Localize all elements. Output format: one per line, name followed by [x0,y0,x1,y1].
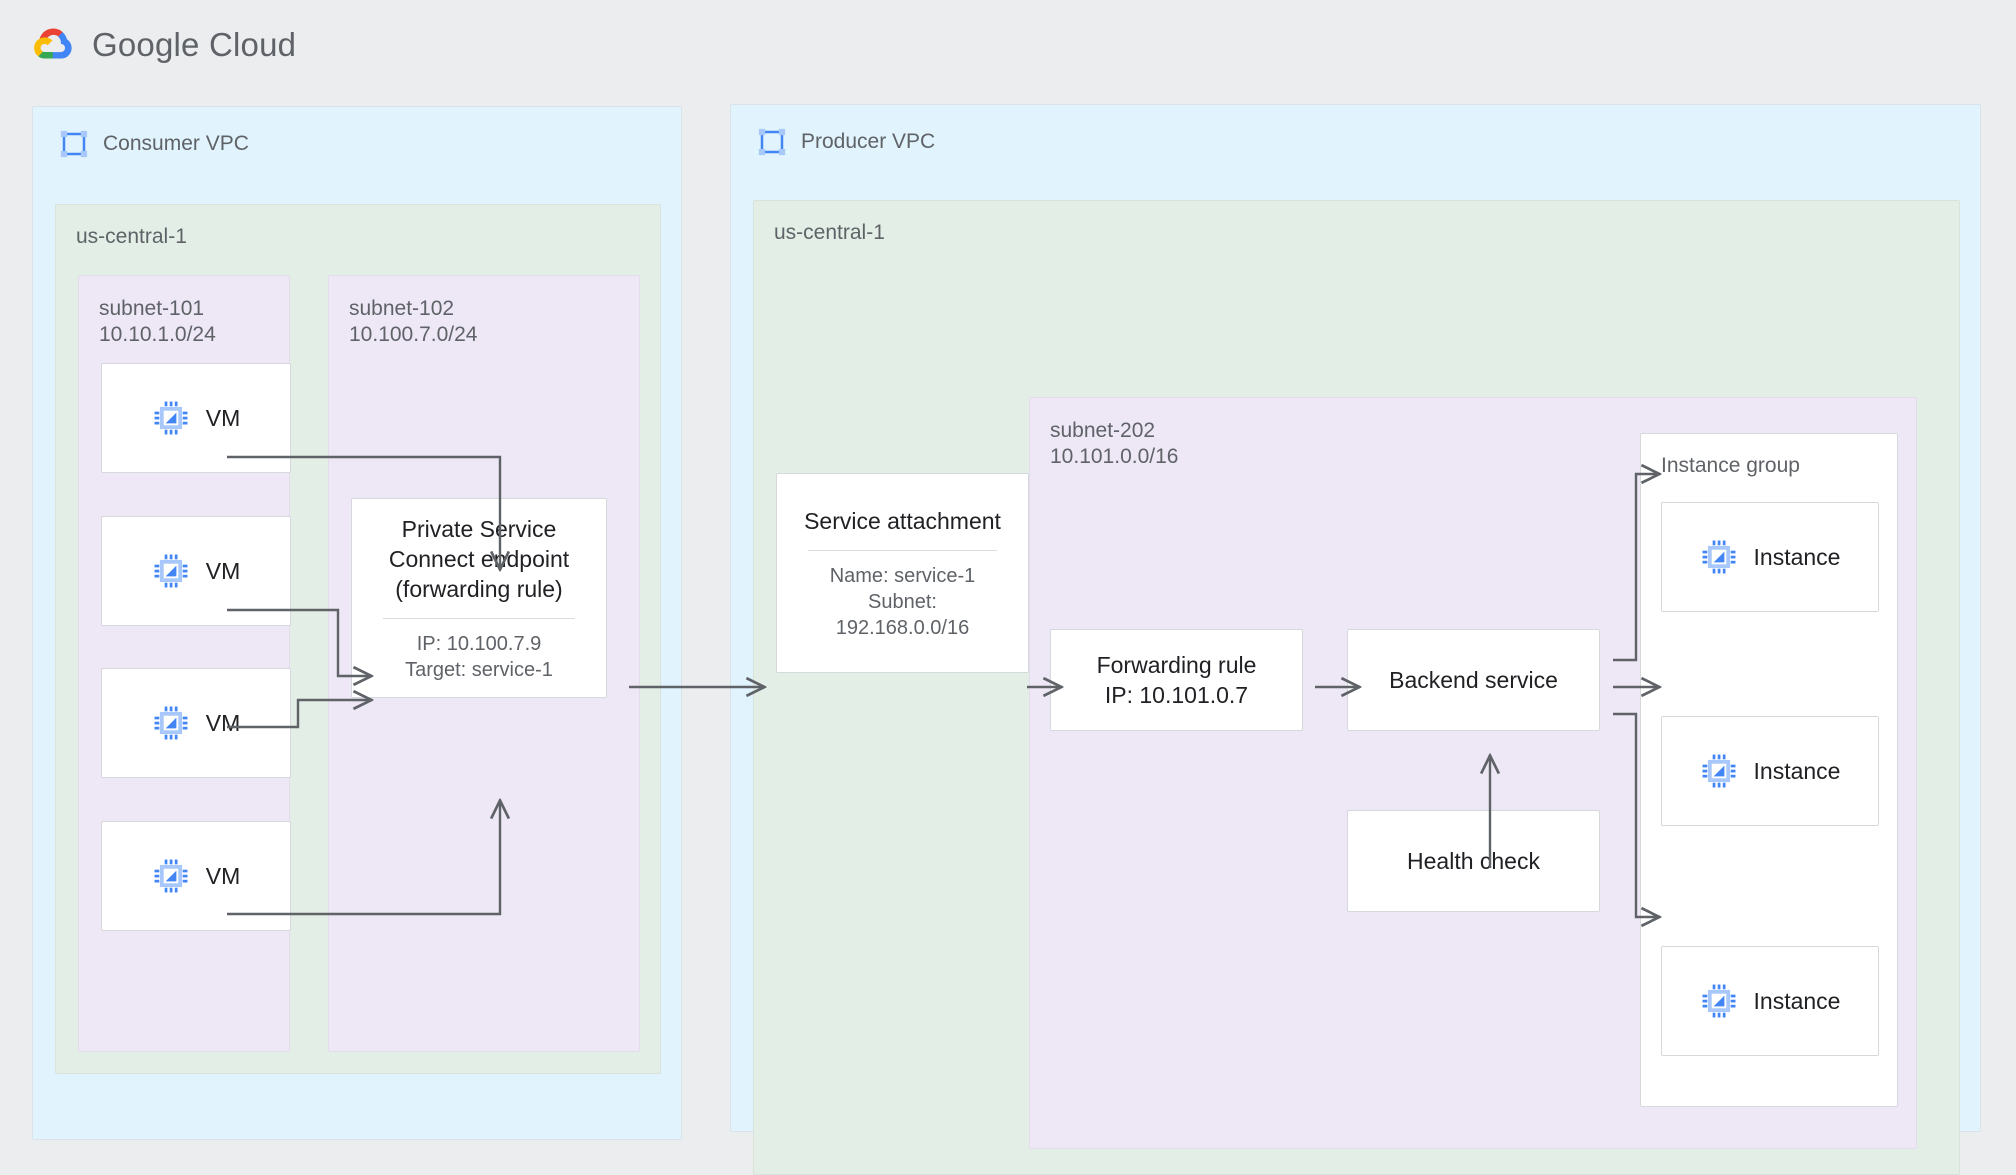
page-header: Google Cloud [30,22,296,68]
service-attachment-title: Service attachment [804,507,1001,534]
psc-endpoint-card[interactable]: Private Service Connect endpoint (forwar… [351,498,607,698]
subnet-102-label: subnet-102 10.100.7.0/24 [349,297,478,346]
producer-region-title: us-central-1 [774,221,885,244]
instance-group-title: Instance group [1661,454,1800,477]
service-attachment-card[interactable]: Service attachment Name: service-1 Subne… [776,473,1029,673]
instance-group-container: Instance group [1640,433,1898,1107]
subnet-101-container: subnet-101 10.10.1.0/24 VM [78,275,291,1052]
vpc-network-icon [758,128,786,156]
vm-card-2[interactable]: VM [101,516,291,626]
psc-endpoint-divider [383,617,575,619]
service-attachment-details: Name: service-1 Subnet: 192.168.0.0/16 [829,564,976,639]
psc-endpoint-title: Private Service Connect endpoint (forwar… [388,515,570,602]
producer-region-container: us-central-1 Service attachment Name: se… [753,200,1960,1175]
instance-label-2: Instance [1753,757,1841,784]
vm-label-2: VM [205,557,241,584]
vm-card-3[interactable]: VM [101,668,291,778]
instance-label-3: Instance [1753,987,1841,1014]
producer-vpc-title: Producer VPC [801,130,936,153]
vpc-network-icon [60,130,88,158]
instance-card-3[interactable]: Instance [1661,946,1879,1056]
vm-card-1[interactable]: VM [101,363,291,473]
forwarding-rule-title: Forwarding rule IP: 10.101.0.7 [1096,652,1257,708]
vm-label-4: VM [205,862,241,889]
instance-card-1[interactable]: Instance [1661,502,1879,612]
vm-label-1: VM [205,404,241,431]
subnet-101-label: subnet-101 10.10.1.0/24 [99,297,216,346]
health-check-title: Health check [1407,848,1540,874]
consumer-region-title: us-central-1 [76,225,187,248]
backend-service-card[interactable]: Backend service [1347,629,1600,731]
vm-chip-icon [1702,540,1735,574]
backend-service-title: Backend service [1389,667,1558,693]
health-check-card[interactable]: Health check [1347,810,1600,912]
google-cloud-logo-icon [34,28,72,59]
consumer-vpc-container: Consumer VPC us-central-1 subnet-101 10.… [32,106,682,1140]
producer-vpc-container: Producer VPC us-central-1 Service attach… [730,104,1981,1175]
vm-chip-icon [1702,754,1735,788]
consumer-vpc-title: Consumer VPC [103,132,249,155]
brand-name: Google Cloud [92,26,297,63]
psc-endpoint-details: IP: 10.100.7.9 Target: service-1 [405,632,553,681]
subnet-102-container: subnet-102 10.100.7.0/24 Private Service… [328,275,640,1052]
vm-chip-icon [154,859,188,893]
vm-label-3: VM [205,709,241,736]
service-attachment-divider [807,549,998,551]
consumer-vpc-header: Consumer VPC [59,129,249,159]
instance-card-2[interactable]: Instance [1661,716,1879,826]
subnet-202-container: subnet-202 10.101.0.0/16 Forwarding rule… [1029,397,1917,1149]
vm-chip-icon [1702,984,1735,1018]
vm-chip-icon [154,401,188,435]
vm-card-4[interactable]: VM [101,821,291,931]
producer-vpc-header: Producer VPC [757,127,935,157]
vm-chip-icon [154,554,188,588]
vm-chip-icon [154,706,188,740]
subnet-202-label: subnet-202 10.101.0.0/16 [1050,419,1179,468]
consumer-region-container: us-central-1 subnet-101 10.10.1.0/24 [55,204,661,1074]
forwarding-rule-card[interactable]: Forwarding rule IP: 10.101.0.7 [1050,629,1303,731]
instance-label-1: Instance [1753,543,1841,570]
